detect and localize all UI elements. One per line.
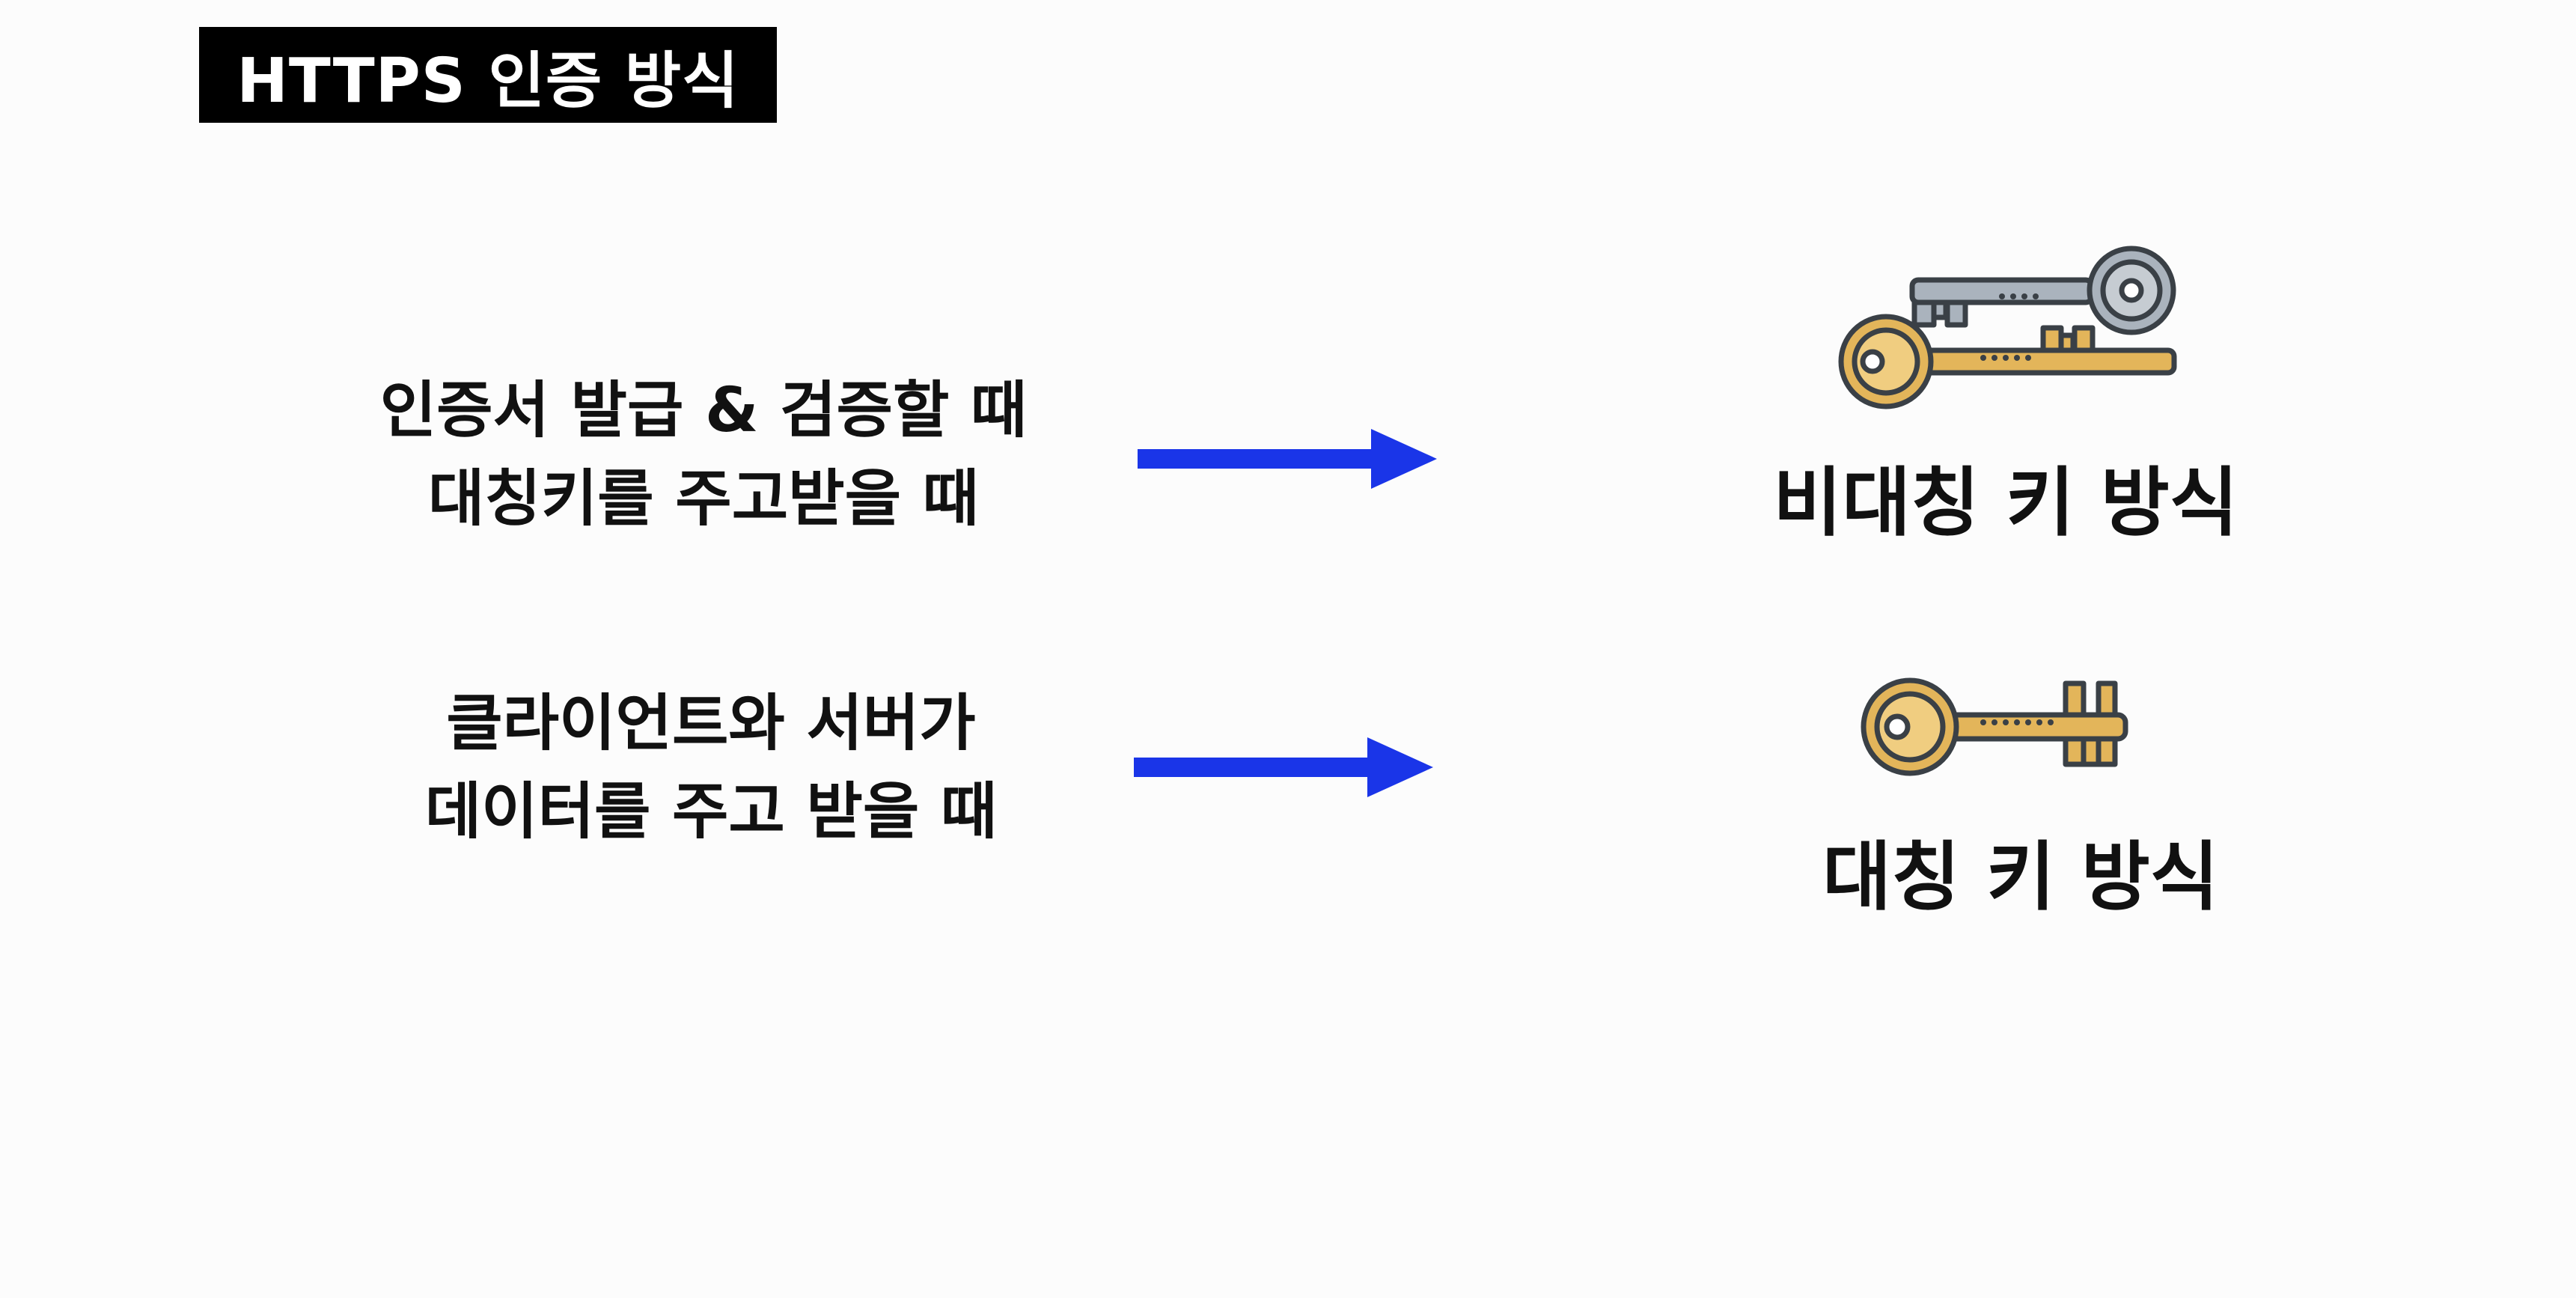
- gold-key-icon: [1838, 314, 2177, 409]
- silver-key-icon: [1909, 246, 2176, 335]
- row-2-description: 클라이언트와 서버가 데이터를 주고 받을 때: [337, 680, 1085, 856]
- row-1-arrow: [1138, 429, 1437, 489]
- row-2-description-line-1: 클라이언트와 서버가: [446, 688, 976, 759]
- silver-key-dots: [1999, 293, 2039, 299]
- row-2-description-line-2: 데이터를 주고 받을 때: [424, 776, 998, 847]
- row-1-description: 인증서 발급 & 검증할 때 대칭키를 주고받을 때: [329, 367, 1078, 543]
- row-2-method-label: 대칭 키 방식: [1822, 833, 2219, 921]
- row-1-method-label: 비대칭 키 방식: [1773, 459, 2238, 546]
- row-1-description-line-2: 대칭키를 주고받을 때: [427, 463, 980, 534]
- slide-title: HTTPS 인증 방식: [236, 45, 739, 117]
- row-2-arrow: [1134, 737, 1433, 797]
- two-keys-icon: [1838, 246, 2177, 409]
- gold-key-dots: [1980, 355, 2031, 361]
- single-key-icon: [1861, 677, 2128, 776]
- row-1-description-line-1: 인증서 발급 & 검증할 때: [379, 375, 1028, 446]
- title-banner: HTTPS 인증 방식: [199, 27, 777, 123]
